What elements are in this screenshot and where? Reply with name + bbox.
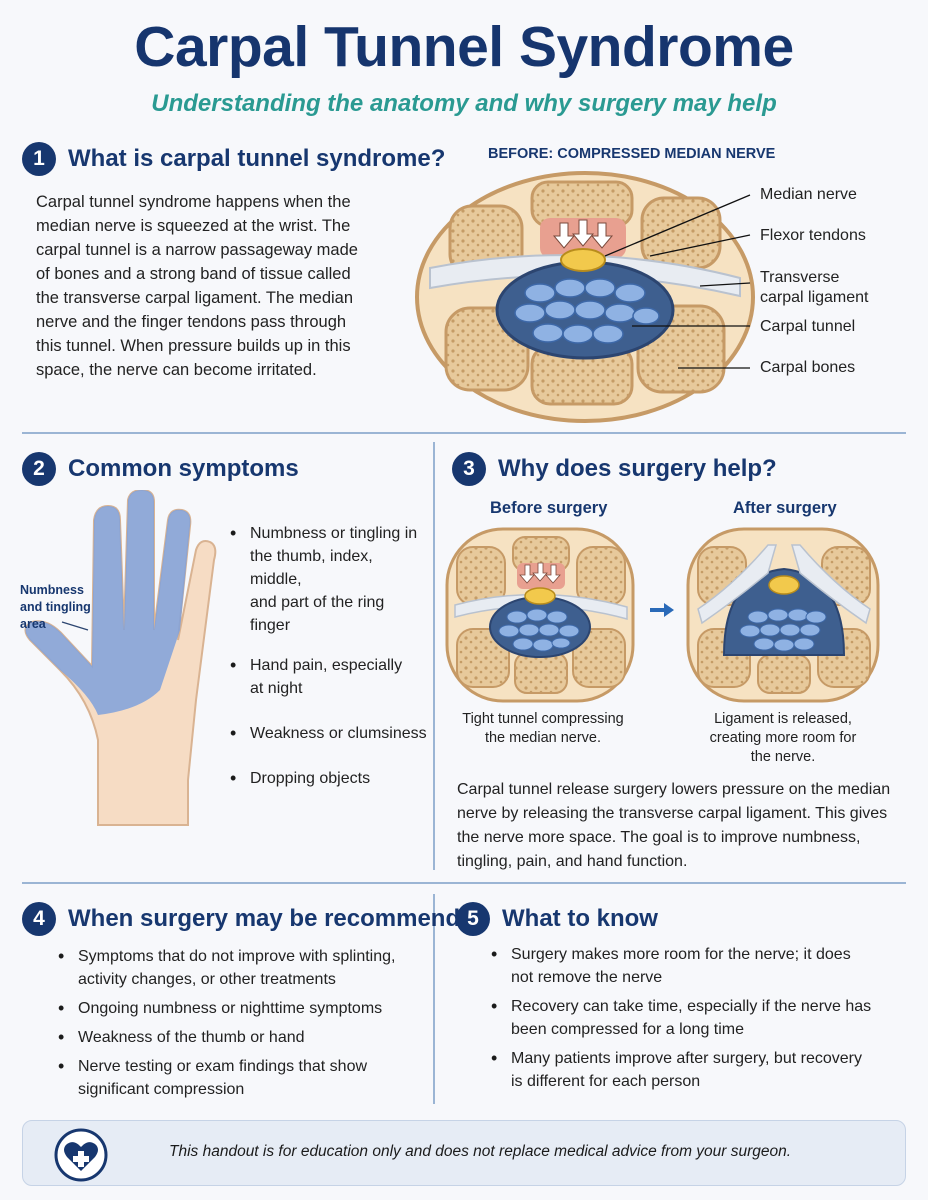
diagram-caption: BEFORE: COMPRESSED MEDIAN NERVE bbox=[488, 146, 776, 162]
text-line: median nerve is squeezed at the wrist. T… bbox=[36, 217, 351, 235]
text-line: been compressed for a long time bbox=[511, 1021, 745, 1038]
text-line: space, the nerve can become irritated. bbox=[36, 361, 317, 379]
page-title: Carpal Tunnel Syndrome bbox=[134, 15, 794, 79]
text-line: Nerve testing or exam findings that show bbox=[78, 1058, 368, 1075]
list-item: Weakness of the thumb or hand bbox=[56, 1026, 426, 1049]
text-line: significant compression bbox=[78, 1081, 245, 1098]
label-line: area bbox=[20, 617, 46, 631]
text-line: Ongoing numbness or nighttime symptoms bbox=[78, 1000, 383, 1017]
text-line: Ligament is released, bbox=[714, 711, 852, 727]
text-line: the thumb, index, middle, bbox=[250, 548, 373, 588]
list-item: Dropping objects bbox=[228, 767, 428, 790]
label-line: Numbness bbox=[20, 583, 84, 597]
section-number: 2 bbox=[22, 452, 56, 486]
label-carpal-bones: Carpal bones bbox=[760, 359, 856, 376]
text-line: this tunnel. When pressure builds up in … bbox=[36, 337, 351, 355]
text-line: the nerve more space. The goal is to imp… bbox=[457, 829, 861, 846]
list-item: Hand pain, especially at night bbox=[228, 654, 428, 700]
hand-illustration bbox=[24, 490, 217, 826]
section-3-header: 3 Why does surgery help? bbox=[452, 452, 777, 486]
label-line: and tingling bbox=[20, 600, 91, 614]
after-surgery-caption: Ligament is released, creating more room… bbox=[688, 710, 878, 767]
list-item: Numbness or tingling in the thumb, index,… bbox=[228, 522, 428, 637]
section-number: 3 bbox=[452, 452, 486, 486]
list-item: Ongoing numbness or nighttime symptoms bbox=[56, 997, 426, 1020]
after-surgery-illustration bbox=[686, 527, 880, 703]
text-line: activity changes, or other treatments bbox=[78, 971, 336, 988]
text-line: Weakness or clumsiness bbox=[250, 725, 427, 742]
section-5-header: 5 What to know bbox=[456, 902, 658, 936]
list-item: Recovery can take time, especially if th… bbox=[489, 995, 899, 1041]
disclaimer-text: This handout is for education only and d… bbox=[169, 1143, 792, 1160]
list-item: Nerve testing or exam findings that show… bbox=[56, 1055, 426, 1101]
text-line: Hand pain, especially bbox=[250, 657, 403, 674]
section-4-header: 4 When surgery may be recommended bbox=[22, 902, 488, 936]
section-title: What to know bbox=[502, 905, 658, 932]
text-line: the transverse carpal ligament. The medi… bbox=[36, 289, 354, 307]
symptoms-list: Numbness or tingling in the thumb, index,… bbox=[228, 522, 428, 790]
text-line: Many patients improve after surgery, but… bbox=[511, 1050, 862, 1067]
text-line: not remove the nerve bbox=[511, 969, 663, 986]
section-title: What is carpal tunnel syndrome? bbox=[68, 145, 446, 172]
text-line: nerve and the finger tendons pass throug… bbox=[36, 313, 347, 331]
section-1-header: 1 What is carpal tunnel syndrome? bbox=[22, 142, 445, 176]
disclaimer-box: This handout is for education only and d… bbox=[22, 1120, 906, 1186]
text-line: at night bbox=[250, 680, 303, 697]
section-title: Why does surgery help? bbox=[498, 455, 777, 482]
heart-plus-icon bbox=[54, 1128, 108, 1182]
before-surgery-label: Before surgery bbox=[490, 499, 608, 517]
list-item: Many patients improve after surgery, but… bbox=[489, 1047, 899, 1093]
before-surgery-caption: Tight tunnel compressing the median nerv… bbox=[448, 710, 638, 748]
wrist-cross-section-illustration bbox=[415, 171, 755, 423]
text-line: the nerve. bbox=[750, 749, 816, 765]
label-carpal-tunnel: Carpal tunnel bbox=[760, 318, 856, 335]
text-line: Symptoms that do not improve with splint… bbox=[78, 948, 396, 965]
page-subtitle: Understanding the anatomy and why surger… bbox=[151, 90, 777, 117]
list-item: Symptoms that do not improve with splint… bbox=[56, 945, 426, 991]
label-line: carpal ligament bbox=[760, 289, 869, 306]
arrow-right-icon bbox=[650, 603, 674, 617]
text-line: is different for each person bbox=[511, 1073, 701, 1090]
text-line: and part of the ring finger bbox=[250, 594, 385, 634]
divider bbox=[433, 894, 435, 1104]
text-line: Numbness or tingling in bbox=[250, 525, 418, 542]
section-title: When surgery may be recommended bbox=[68, 905, 489, 932]
before-surgery-illustration bbox=[445, 527, 635, 703]
text-line: Carpal tunnel syndrome happens when the bbox=[36, 193, 351, 211]
text-line: Dropping objects bbox=[250, 770, 371, 787]
divider bbox=[22, 882, 906, 884]
text-line: of bones and a strong band of tissue cal… bbox=[36, 265, 351, 283]
text-line: Surgery makes more room for the nerve; i… bbox=[511, 946, 851, 963]
text-line: creating more room for bbox=[709, 730, 857, 746]
text-line: Recovery can take time, especially if th… bbox=[511, 998, 872, 1015]
list-item: Weakness or clumsiness bbox=[228, 722, 428, 745]
divider bbox=[433, 442, 435, 870]
label-flexor-tendons: Flexor tendons bbox=[760, 227, 866, 244]
section-title: Common symptoms bbox=[68, 455, 299, 482]
text-line: Carpal tunnel release surgery lowers pre… bbox=[457, 781, 891, 798]
label-transverse-ligament: Transverse carpal ligament bbox=[760, 268, 869, 308]
label-line: Transverse bbox=[760, 269, 840, 286]
surgery-criteria-list: Symptoms that do not improve with splint… bbox=[56, 945, 426, 1101]
section-number: 1 bbox=[22, 142, 56, 176]
section-2-header: 2 Common symptoms bbox=[22, 452, 299, 486]
section-3-body: Carpal tunnel release surgery lowers pre… bbox=[457, 778, 907, 874]
text-line: carpal tunnel is a narrow passageway mad… bbox=[36, 241, 358, 259]
label-median-nerve: Median nerve bbox=[760, 186, 857, 203]
section-number: 4 bbox=[22, 902, 56, 936]
after-surgery-label: After surgery bbox=[733, 499, 837, 517]
text-line: Tight tunnel compressing bbox=[462, 711, 624, 727]
section-1-body: Carpal tunnel syndrome happens when the … bbox=[36, 190, 416, 382]
text-line: tingling, pain, and hand function. bbox=[457, 853, 688, 870]
text-line: nerve by releasing the transverse carpal… bbox=[457, 805, 888, 822]
what-to-know-list: Surgery makes more room for the nerve; i… bbox=[489, 943, 899, 1093]
numbness-area-label: Numbness and tingling area bbox=[20, 582, 91, 633]
divider bbox=[22, 432, 906, 434]
section-number: 5 bbox=[456, 902, 490, 936]
list-item: Surgery makes more room for the nerve; i… bbox=[489, 943, 899, 989]
text-line: the median nerve. bbox=[484, 730, 602, 746]
text-line: Weakness of the thumb or hand bbox=[78, 1029, 305, 1046]
